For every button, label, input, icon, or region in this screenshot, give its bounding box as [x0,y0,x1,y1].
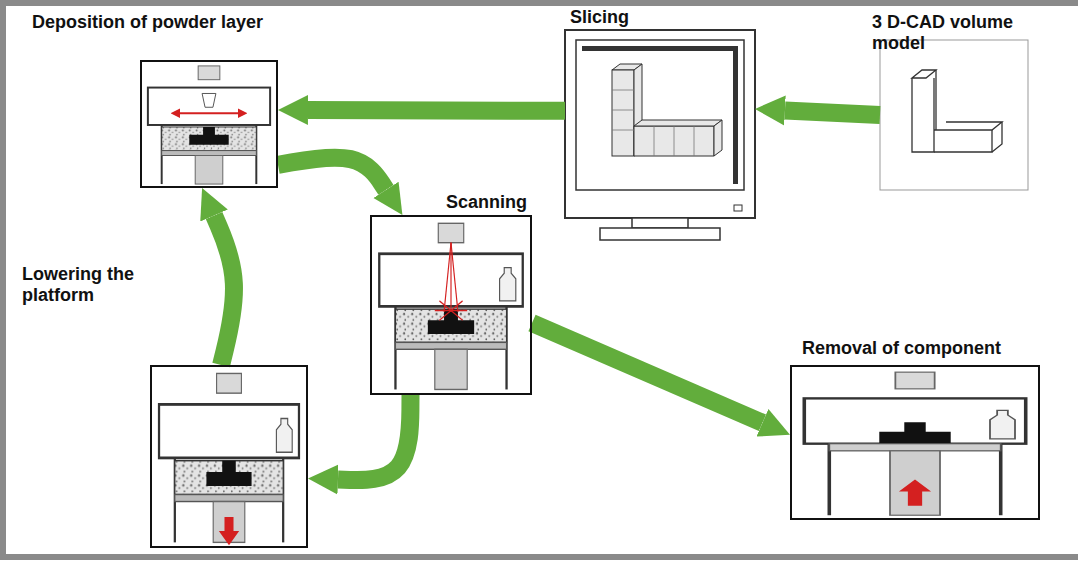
machine-box: Scanning [370,215,532,395]
step-heading: Scanning [446,192,527,213]
flow-arrow [278,158,386,190]
monitor [565,30,755,240]
flow-arrow [214,216,234,365]
machine-deposition [148,66,270,184]
flow-arrow [532,323,762,423]
model-box: 3 D-CAD volume model [880,40,1028,190]
machine-box: Removal of component [790,365,1040,520]
machine-lowering [159,373,299,545]
machine-box: Lowering the platform [150,365,308,548]
step-heading: Lowering the platform [22,264,150,306]
step-heading: Removal of component [802,338,1001,359]
step-heading: Slicing [570,7,629,28]
machine-scanning [379,223,522,389]
machine-removal [804,372,1025,515]
flow-arrow [785,110,880,115]
monitor-box: Slicing [565,30,755,218]
cad-model [880,40,1028,190]
step-heading: Deposition of powder layer [32,12,263,33]
machine-box: Deposition of powder layer [140,60,278,188]
step-heading: 3 D-CAD volume model [872,12,1028,54]
flow-arrow [338,395,411,480]
flow-arrow [308,101,565,120]
